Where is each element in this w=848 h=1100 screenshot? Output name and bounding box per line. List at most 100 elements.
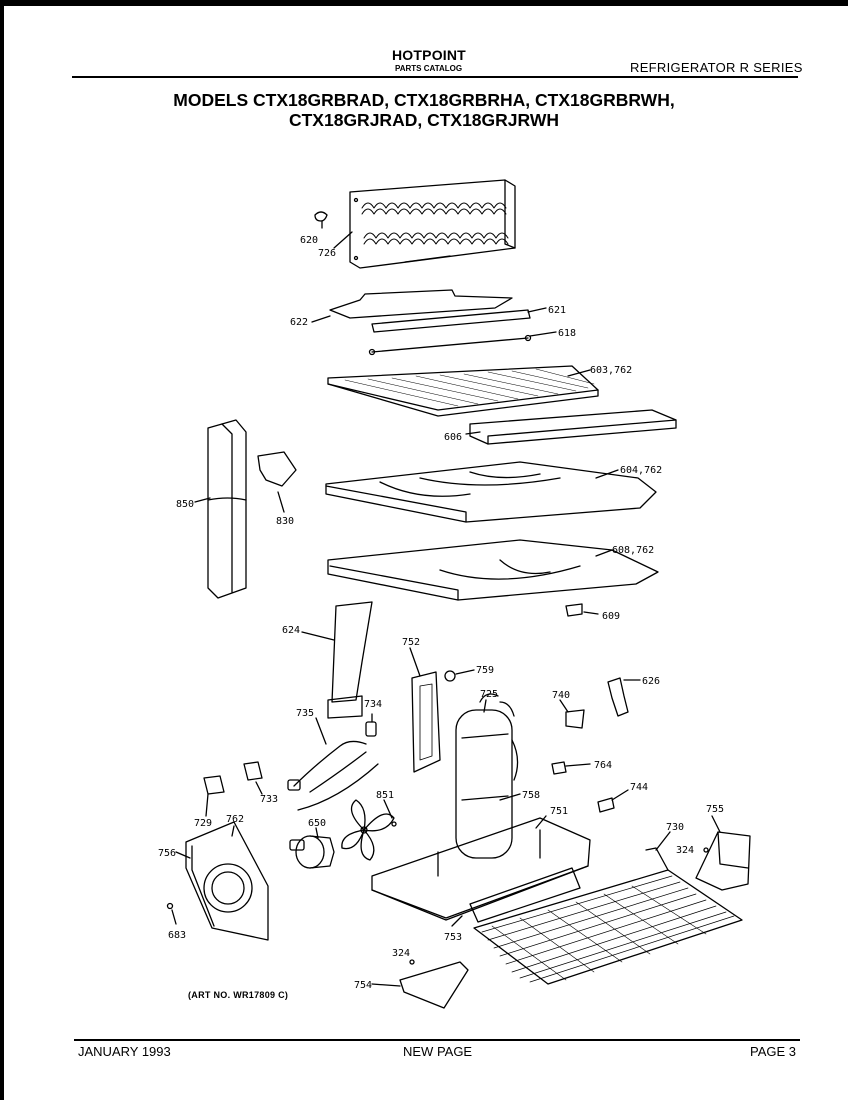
footer-rule (74, 1039, 800, 1041)
evaporator-cover (329, 289, 513, 319)
fan-shroud (185, 821, 269, 941)
screw-759 (444, 670, 456, 682)
footer-note: NEW PAGE (403, 1044, 473, 1059)
callout-624: 624 (282, 625, 300, 636)
callout-733: 733 (260, 794, 278, 805)
screw-683 (166, 902, 174, 910)
leader-730 (655, 831, 671, 851)
capacitor-729 (203, 775, 225, 795)
callout-725: 725 (480, 689, 498, 700)
condenser-bracket (695, 831, 751, 891)
callout-734: 734 (364, 699, 382, 710)
divider-pan (327, 539, 659, 601)
air-duct (327, 601, 373, 719)
evaporator-coil (349, 179, 516, 269)
callout-752: 752 (402, 637, 420, 648)
callout-754: 754 (354, 980, 372, 991)
callout-324b: 324 (392, 948, 410, 959)
leader-650 (315, 827, 319, 839)
leader-755 (711, 815, 721, 833)
leader-754 (371, 983, 401, 987)
clip-609 (565, 603, 583, 617)
leader-618 (529, 331, 557, 337)
callout-830: 830 (276, 516, 294, 527)
catalog-label: PARTS CATALOG (395, 64, 463, 73)
callout-620: 620 (300, 235, 318, 246)
callout-730: 730 (666, 822, 684, 833)
leader-764 (565, 763, 591, 767)
leader-726 (333, 231, 353, 249)
leader-752 (409, 647, 421, 677)
callout-726: 726 (318, 248, 336, 259)
callout-762: 762 (226, 814, 244, 825)
leader-683 (171, 909, 177, 925)
leader-725 (483, 699, 487, 713)
callout-609: 609 (602, 611, 620, 622)
leader-608 (595, 549, 613, 557)
shelf-front-trim (469, 409, 677, 445)
leader-759 (455, 669, 475, 675)
callout-755: 755 (706, 804, 724, 815)
part-626 (607, 677, 629, 717)
leader-762 (231, 825, 235, 837)
callout-753: 753 (444, 932, 462, 943)
relay-733 (243, 761, 263, 781)
callout-744: 744 (630, 782, 648, 793)
header-rule (72, 76, 798, 78)
compressor-base (371, 817, 591, 923)
screw-324a (703, 847, 709, 853)
fan-motor (295, 835, 335, 869)
mounting-bracket (411, 671, 441, 773)
callout-650: 650 (308, 818, 326, 829)
callout-606: 606 (444, 432, 462, 443)
clip-764 (551, 761, 567, 775)
callout-729: 729 (194, 818, 212, 829)
leader-756 (175, 851, 191, 859)
footer-date: JANUARY 1993 (78, 1044, 171, 1059)
callout-764: 764 (594, 760, 612, 771)
callout-683: 683 (168, 930, 186, 941)
leader-851 (383, 799, 393, 819)
callout-603: 603,762 (590, 365, 632, 376)
center-mullion (207, 419, 247, 599)
leader-603 (567, 369, 591, 377)
top-border (0, 0, 848, 6)
callout-608: 608,762 (612, 545, 654, 556)
series-label: REFRIGERATOR R SERIES (630, 60, 803, 75)
callout-618: 618 (558, 328, 576, 339)
screw-324b (409, 959, 415, 965)
leader-830 (277, 491, 285, 513)
leader-735 (315, 717, 327, 745)
callout-756: 756 (158, 848, 176, 859)
models-line-2: CTX18GRJRAD, CTX18GRJRWH (288, 110, 559, 130)
damper-control (257, 451, 297, 487)
callout-751: 751 (550, 806, 568, 817)
leader-604 (595, 469, 619, 479)
wire-harness (287, 721, 379, 851)
callout-735: 735 (296, 708, 314, 719)
art-number: (ART NO. WR17809 C) (188, 990, 289, 1000)
condenser-coil (473, 847, 743, 985)
part-754 (399, 961, 469, 1009)
callout-740: 740 (552, 690, 570, 701)
fan-blade (341, 799, 395, 861)
callout-622: 622 (290, 317, 308, 328)
leader-733 (255, 781, 263, 795)
leader-729 (205, 793, 209, 817)
callout-759: 759 (476, 665, 494, 676)
leader-740 (559, 699, 569, 713)
shelf-pan (325, 461, 657, 523)
leader-744 (611, 789, 629, 801)
left-border (0, 0, 4, 1100)
callout-621: 621 (548, 305, 566, 316)
heater-rod (371, 337, 529, 353)
brand-name: HOTPOINT (392, 47, 466, 63)
callout-851: 851 (376, 790, 394, 801)
models-line-1: MODELS CTX18GRBRAD, CTX18GRBRHA, CTX18GR… (173, 90, 675, 110)
leader-751 (535, 815, 547, 829)
callout-850: 850 (176, 499, 194, 510)
part-740 (565, 709, 585, 729)
wire-shelf (327, 365, 599, 417)
callout-758: 758 (522, 790, 540, 801)
